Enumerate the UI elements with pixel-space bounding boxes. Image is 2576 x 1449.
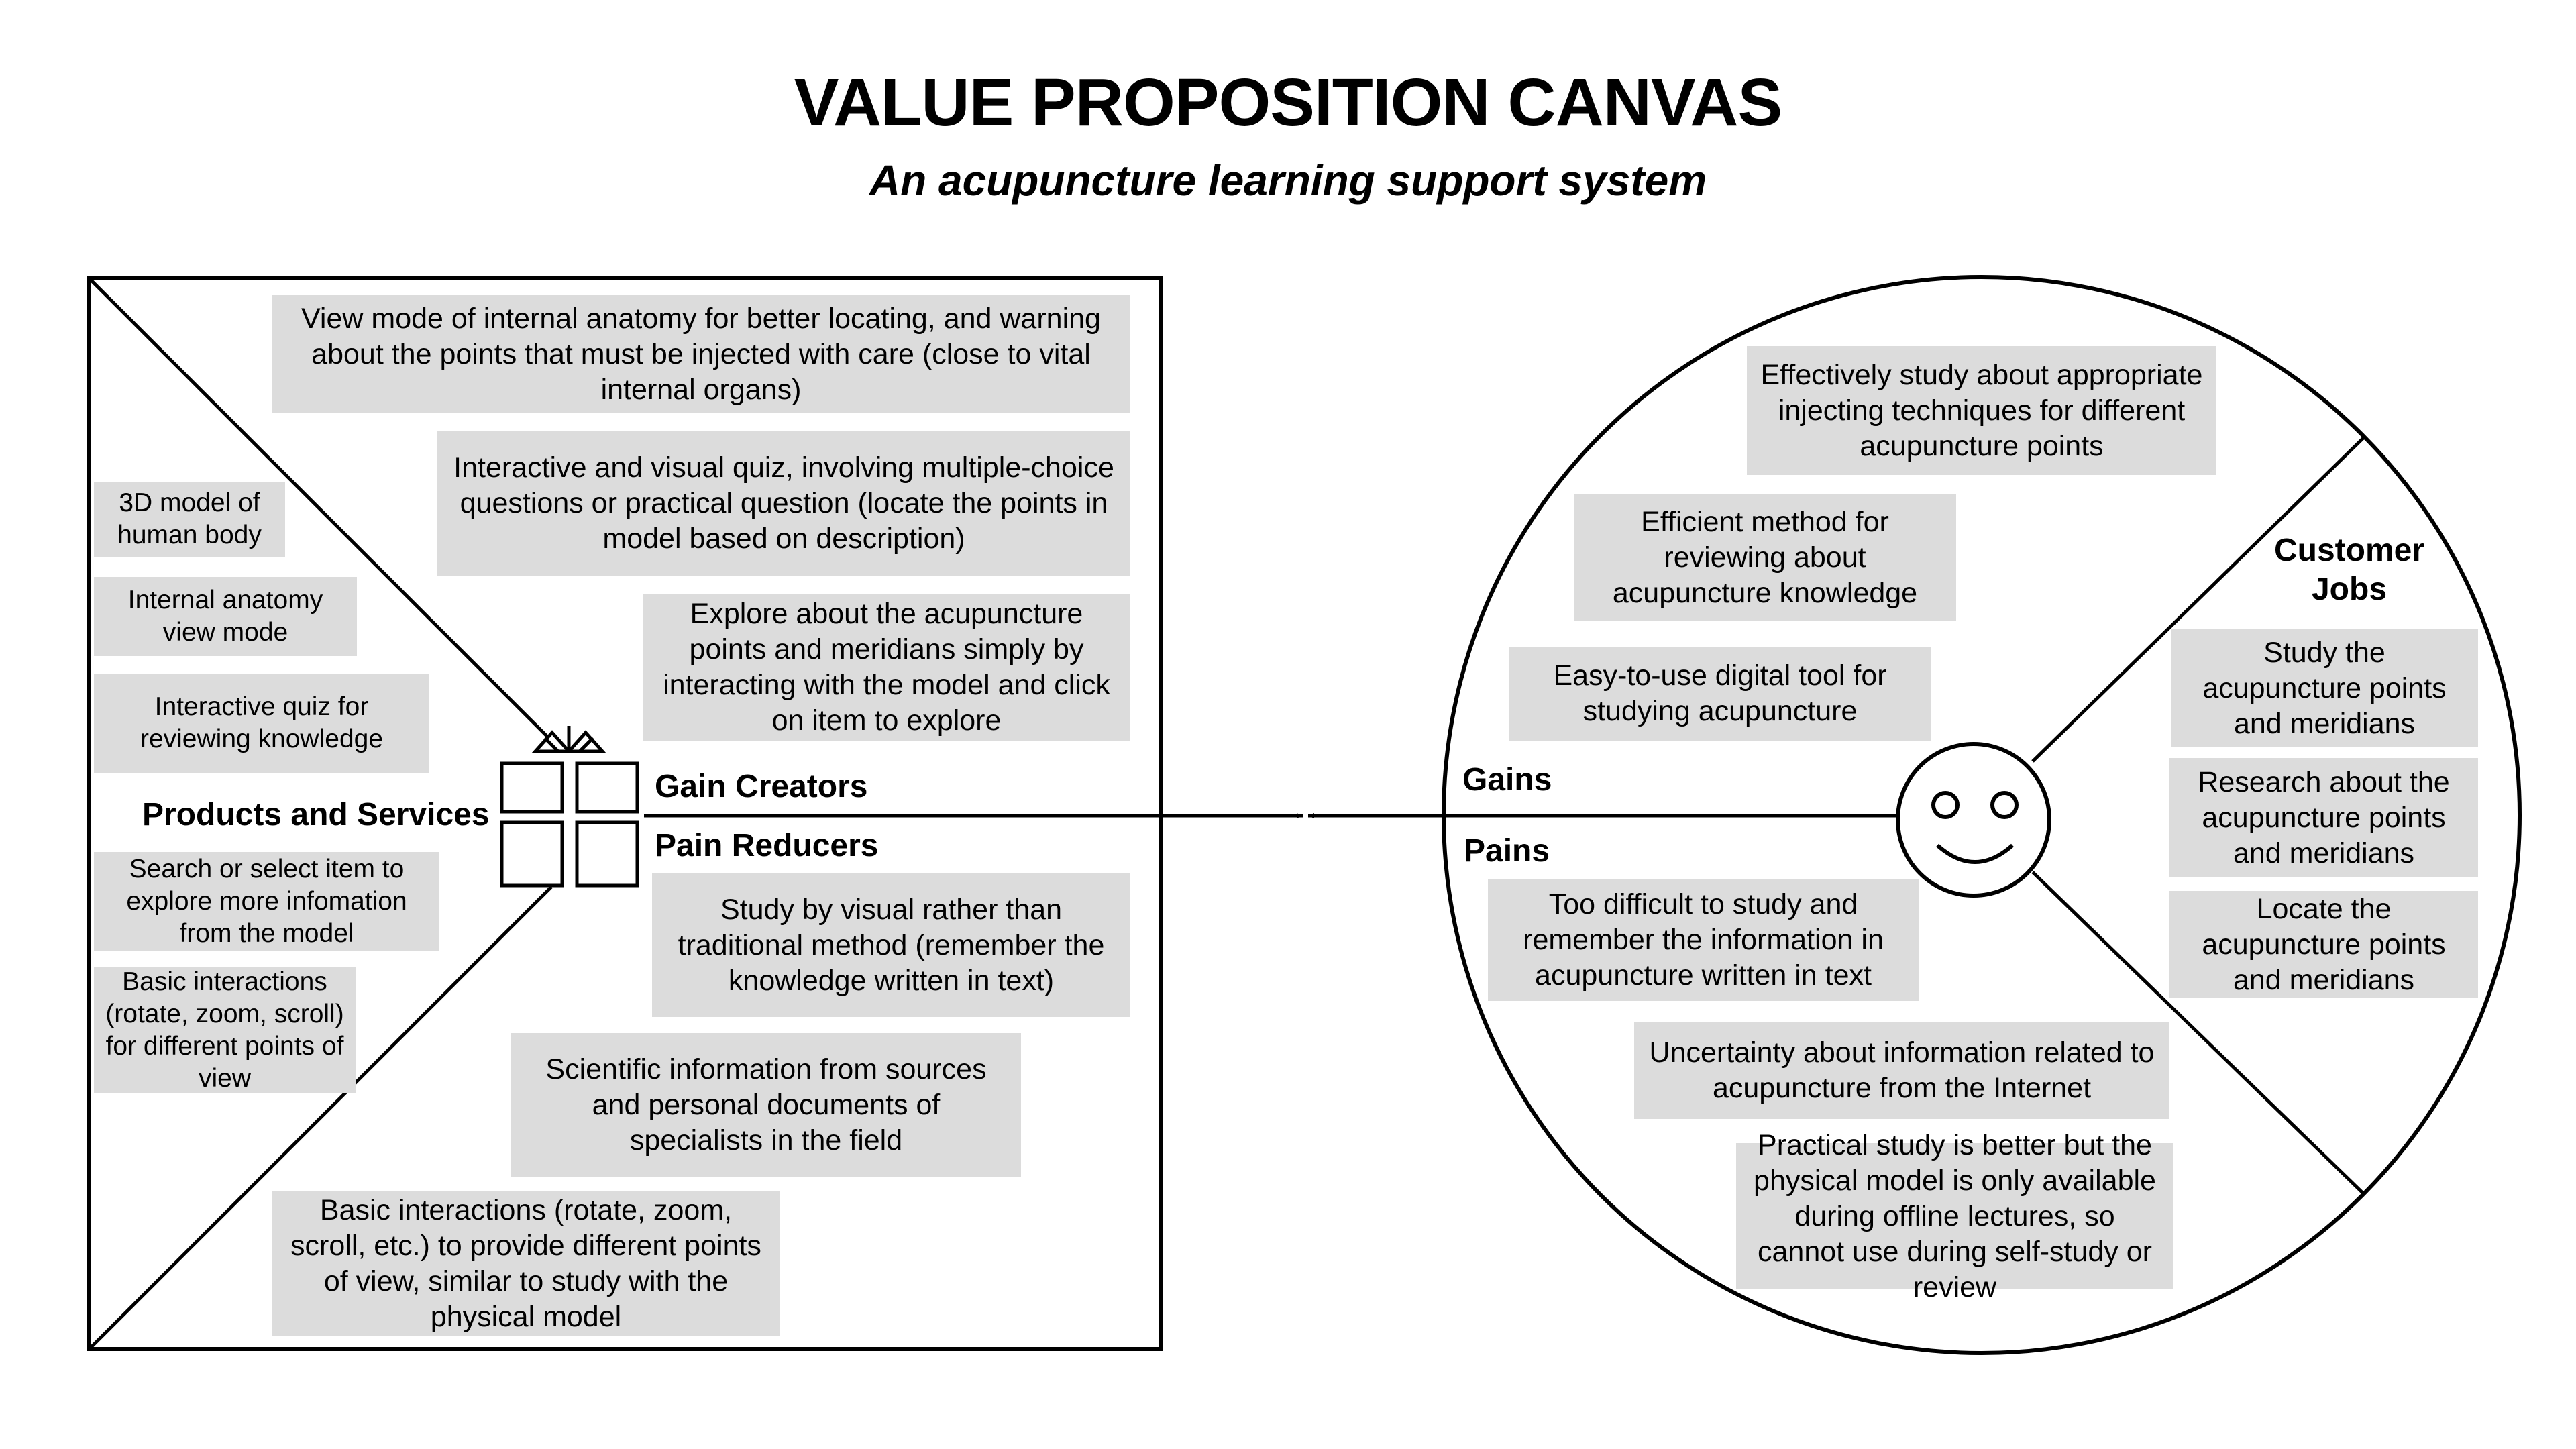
pains-label: Pains [1464,833,1550,869]
customer-job-item: Study the acupuncture points and meridia… [2171,629,2478,747]
product-item: Search or select item to explore more in… [94,852,439,951]
gain-creator-item: Interactive and visual quiz, involving m… [437,431,1130,576]
pain-item: Practical study is better but the physic… [1736,1129,2174,1303]
page-subtitle: An acupuncture learning support system [869,156,1707,205]
page-title: VALUE PROPOSITION CANVAS [794,65,1782,140]
value-map-diagonal-upper [90,279,553,742]
gains-label: Gains [1462,762,1552,798]
gain-item: Effectively study about appropriate inje… [1747,346,2216,475]
product-item: 3D model of human body [94,482,285,557]
pain-reducer-item: Scientific information from sources and … [511,1033,1021,1177]
gain-creator-item: Explore about the acupuncture points and… [643,594,1130,741]
customer-jobs-divider-lower [2031,871,2365,1195]
gain-creator-item: View mode of internal anatomy for better… [272,295,1130,413]
smiley-face-icon [1896,742,2051,898]
pain-reducers-label: Pain Reducers [655,828,879,863]
value-map-frame [87,276,1163,1351]
gain-item: Easy-to-use digital tool for studying ac… [1509,647,1931,741]
pain-item: Too difficult to study and remember the … [1488,879,1919,1001]
customer-job-item: Research about the acupuncture points an… [2169,758,2478,877]
product-item: Basic interactions (rotate, zoom, scroll… [94,967,356,1093]
product-item: Interactive quiz for reviewing knowledge [94,674,429,773]
value-map-diagonal-lower [90,885,553,1348]
customer-job-item: Locate the acupuncture points and meridi… [2169,891,2478,998]
gain-creators-label: Gain Creators [655,769,868,804]
customer-jobs-label: Customer Jobs [2273,533,2425,607]
gift-icon [500,726,639,888]
pain-item: Uncertainty about information related to… [1634,1022,2169,1119]
products-and-services-label: Products and Services [142,797,490,833]
pain-reducer-item: Study by visual rather than traditional … [652,873,1130,1017]
gain-item: Efficient method for reviewing about acu… [1574,494,1956,621]
customer-jobs-divider-upper [2031,436,2365,763]
pain-reducer-item: Basic interactions (rotate, zoom, scroll… [272,1191,780,1336]
product-item: Internal anatomy view mode [94,577,357,656]
